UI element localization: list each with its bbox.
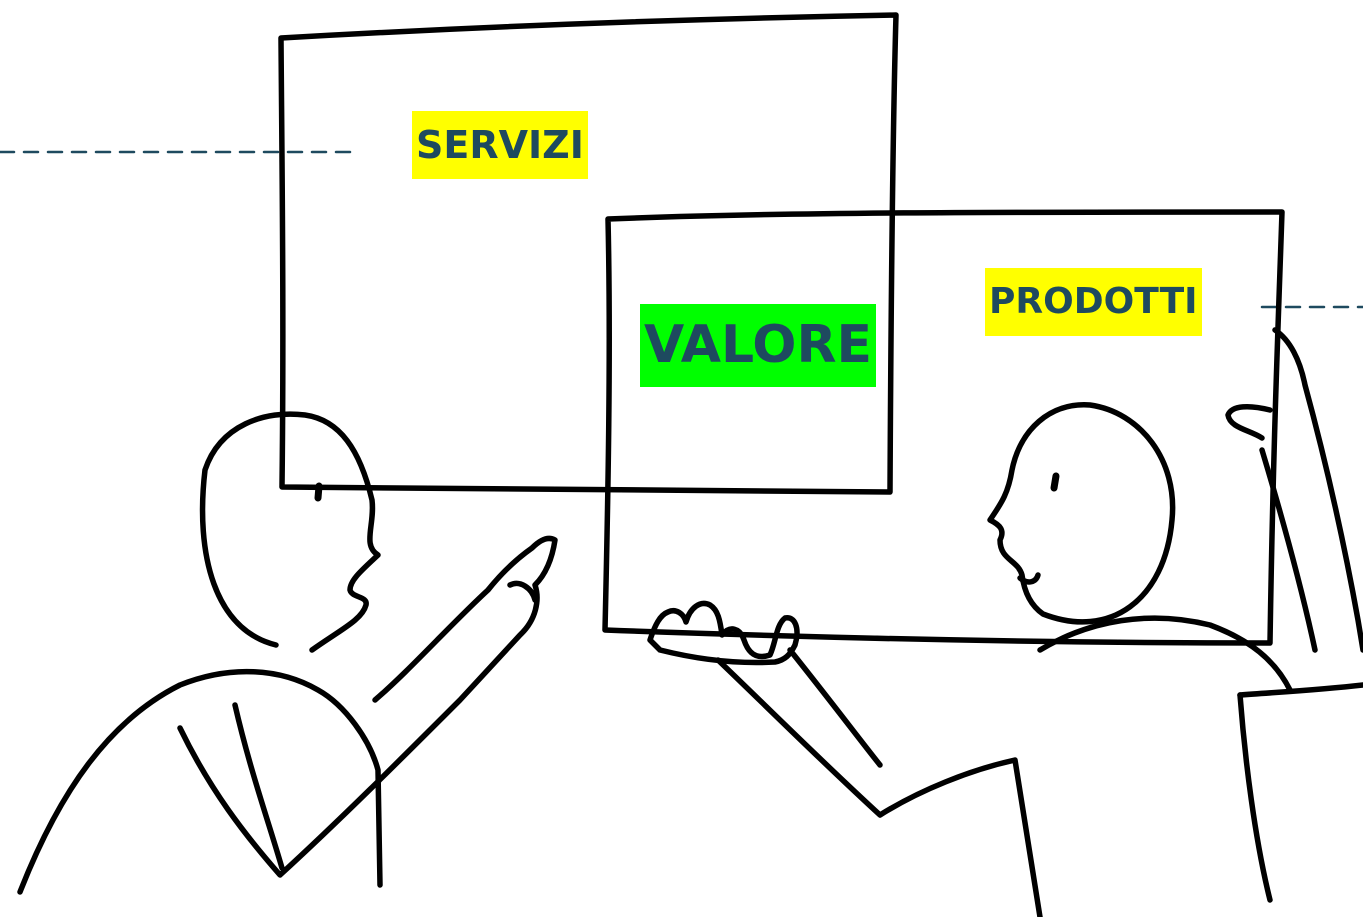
right-person-eye — [1050, 472, 1060, 492]
right-person — [647, 327, 1363, 917]
left-person-inner-arm — [232, 702, 285, 871]
right-person-hand — [647, 600, 800, 666]
services-box — [278, 12, 899, 495]
right-person-raised-hand — [1225, 403, 1273, 441]
left-person — [17, 411, 558, 895]
left-person-arm — [177, 535, 558, 878]
left-person-eye — [314, 482, 323, 502]
right-person-raised-arm-inner — [1259, 447, 1318, 653]
left-person-finger — [507, 580, 538, 603]
products-label: PRODOTTI — [985, 268, 1202, 336]
left-person-head — [199, 411, 381, 653]
right-person-head — [987, 402, 1176, 625]
products-box — [602, 209, 1285, 646]
right-person-back-line — [1237, 692, 1273, 903]
right-person-body — [1037, 615, 1293, 693]
right-person-arm-inner — [787, 647, 883, 768]
right-person-back-shape — [1237, 682, 1363, 698]
value-label: VALORE — [640, 304, 877, 387]
services-label: SERVIZI — [412, 111, 588, 179]
right-person-raised-arm — [1272, 327, 1363, 653]
left-person-shoulders — [17, 668, 383, 895]
right-person-lower-arm — [715, 657, 1043, 917]
right-person-mouth — [1017, 572, 1041, 585]
